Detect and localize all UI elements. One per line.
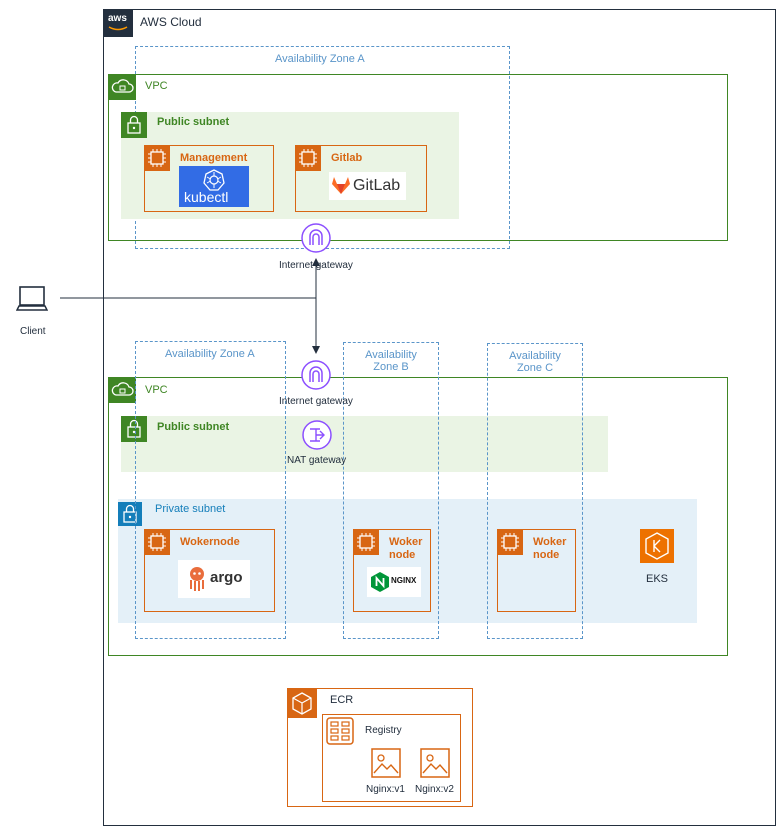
bottom-availability-zone-a — [135, 341, 286, 639]
eks-label: EKS — [646, 573, 669, 585]
internet-gateway-icon — [301, 223, 331, 253]
nginx-hex-icon — [371, 572, 389, 592]
image-nginx-v1-label: Nginx:v1 — [366, 784, 405, 795]
client-label: Client — [20, 326, 46, 337]
management-label: Management — [180, 152, 248, 164]
gitlab-fox-icon — [332, 177, 350, 194]
nat-gateway-label: NAT gateway — [287, 455, 347, 466]
top-public-subnet — [121, 112, 459, 219]
nginx-logo: NGINX — [367, 567, 421, 597]
workernode-zone-b — [353, 529, 431, 612]
bottom-availability-zone-c — [487, 343, 583, 639]
registry-box — [322, 714, 461, 802]
top-public-subnet-label: Public subnet — [157, 116, 230, 128]
private-subnet-label: Private subnet — [155, 503, 226, 515]
argo-octopus-icon — [190, 567, 204, 591]
bottom-public-subnet — [121, 416, 608, 472]
eks-icon — [640, 529, 674, 563]
kubectl-logo-text: kubectl — [184, 189, 229, 205]
lock-icon — [121, 112, 147, 138]
lock-icon — [121, 416, 147, 442]
ec2-chip-icon — [353, 529, 379, 555]
kubernetes-wheel-icon — [203, 169, 225, 191]
registry-icon — [326, 717, 354, 745]
laptop-icon — [16, 286, 48, 311]
arrow-up-icon — [312, 258, 320, 266]
bottom-vpc-label: VPC — [145, 384, 168, 396]
aws-badge-text: aws — [108, 13, 127, 24]
argo-logo: argo — [178, 560, 250, 598]
ec2-chip-icon — [144, 529, 170, 555]
bottom-az-c-label: Availability Zone C — [509, 350, 561, 374]
top-vpc — [108, 74, 728, 241]
bottom-az-b-label: Availability Zone B — [365, 349, 417, 373]
argo-logo-text: argo — [210, 569, 243, 586]
container-image-icon — [420, 748, 450, 778]
workernode-a-label: Wokernode — [180, 536, 240, 548]
gitlab-label: Gitlab — [331, 152, 363, 164]
management-instance — [144, 145, 274, 212]
workernode-b-label: Woker node — [389, 536, 423, 561]
ec2-chip-icon — [144, 145, 170, 171]
aws-cloud-group — [103, 9, 776, 826]
vpc-cloud-icon — [108, 377, 136, 403]
top-vpc-label: VPC — [145, 80, 168, 92]
workernode-zone-c — [497, 529, 576, 612]
nginx-logo-text: NGINX — [391, 576, 417, 585]
bottom-internet-gateway-label: Internet gateway — [279, 396, 353, 407]
bottom-availability-zone-b — [343, 342, 439, 639]
registry-label: Registry — [365, 725, 402, 736]
internet-gateway-icon — [301, 360, 331, 390]
image-nginx-v2-label: Nginx:v2 — [415, 784, 454, 795]
ecr-label: ECR — [330, 694, 354, 706]
nat-gateway-icon — [302, 420, 332, 450]
bottom-az-a-label: Availability Zone A — [165, 348, 255, 360]
container-image-icon — [371, 748, 401, 778]
gitlab-logo-text: GitLab — [353, 177, 401, 194]
bottom-vpc — [108, 377, 728, 656]
workernode-c-label: Woker node — [533, 536, 567, 561]
ec2-chip-icon — [497, 529, 523, 555]
vpc-cloud-icon — [108, 74, 136, 100]
aws-logo-icon: aws — [103, 9, 133, 37]
gitlab-logo: GitLab — [329, 172, 406, 200]
bottom-public-subnet-label: Public subnet — [157, 421, 230, 433]
ec2-chip-icon — [295, 145, 321, 171]
arrow-down-icon — [312, 346, 320, 354]
ecr-box-icon — [287, 688, 317, 718]
aws-cloud-title: AWS Cloud — [140, 15, 202, 29]
top-az-a-label: Availability Zone A — [275, 53, 365, 65]
ecr-group — [287, 688, 473, 807]
workernode-zone-a — [144, 529, 275, 612]
kubectl-logo: kubectl — [179, 166, 249, 207]
lock-icon — [118, 502, 142, 526]
gitlab-instance — [295, 145, 427, 212]
